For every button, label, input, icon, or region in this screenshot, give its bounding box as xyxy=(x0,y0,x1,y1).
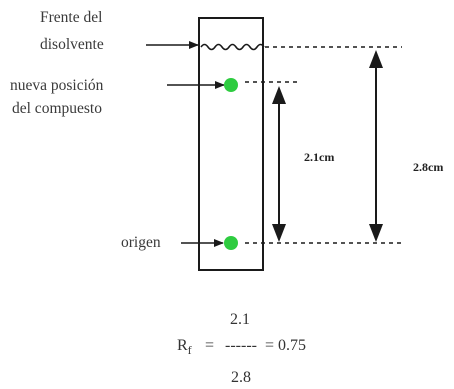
rf-equals: = xyxy=(205,337,214,354)
compound-distance-label: 2.1cm xyxy=(304,150,334,164)
solvent-front-wave xyxy=(200,43,265,51)
rf-subscript: f xyxy=(188,343,192,357)
solvent-front-label-line2: disolvente xyxy=(40,36,104,53)
solvent-front-label-line1: Frente del xyxy=(40,9,102,26)
compound-label-line2: del compuesto xyxy=(12,100,102,117)
rf-numerator: 2.1 xyxy=(230,311,250,328)
rf-fraction-bar: ------ xyxy=(225,337,257,354)
compound-distance-arrow xyxy=(272,86,286,242)
origin-label: origen xyxy=(121,234,161,251)
origin-spot xyxy=(224,236,238,250)
solvent-distance-label: 2.8cm xyxy=(413,160,443,174)
tlc-plate xyxy=(198,17,264,271)
compound-spot xyxy=(224,78,238,92)
compound-label-line1: nueva posición xyxy=(10,77,104,94)
rf-denominator: 2.8 xyxy=(231,369,251,386)
rf-formula: Rf = 2.1 ------ 2.8 = 0.75 xyxy=(177,311,306,386)
solvent-distance-arrow xyxy=(369,50,383,242)
rf-symbol: Rf xyxy=(177,337,192,357)
rf-result: = 0.75 xyxy=(265,337,306,354)
